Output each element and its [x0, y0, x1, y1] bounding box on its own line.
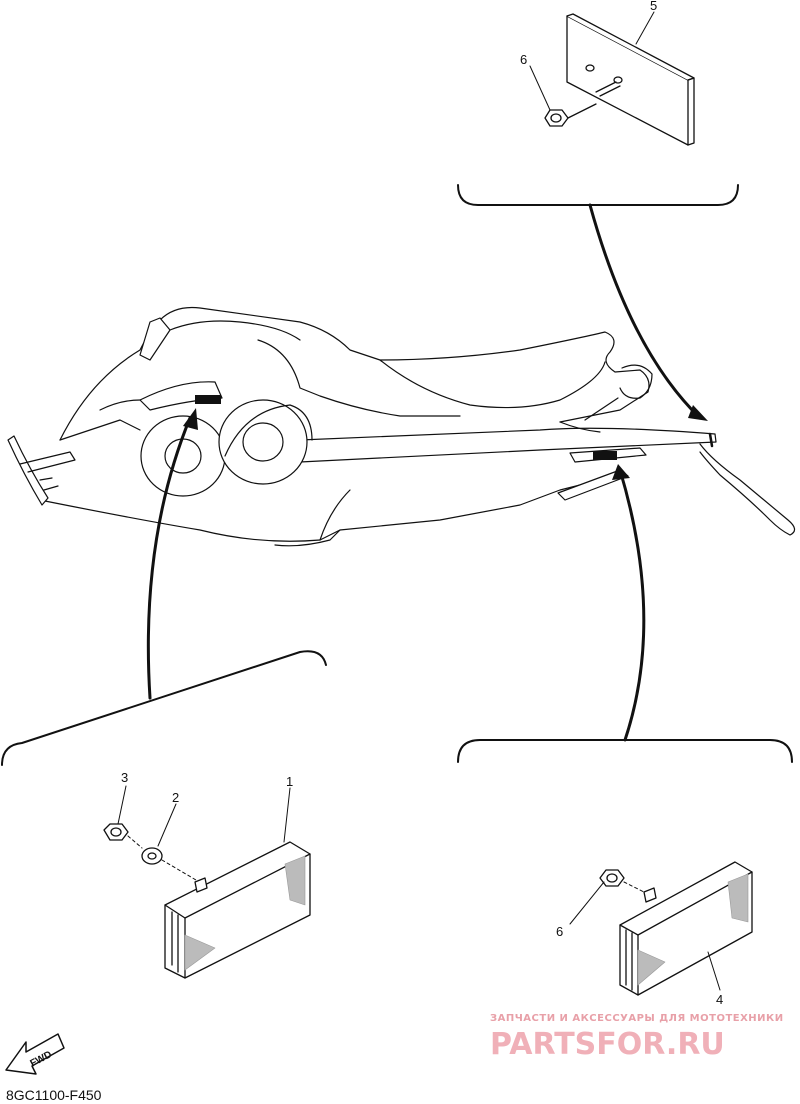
callout-6-bottom: 6 — [556, 924, 563, 939]
nut-6-bottom — [599, 869, 625, 887]
reflector-location-rear — [593, 451, 617, 460]
snowmobile-outline — [7, 306, 796, 547]
callout-3: 3 — [121, 770, 128, 785]
watermark-tagline: ЗАПЧАСТИ И АКСЕССУАРЫ ДЛЯ МОТОТЕХНИКИ — [490, 1013, 784, 1024]
diagram-code: 8GC1100-F450 — [6, 1087, 102, 1103]
fwd-arrow-icon: FWD — [5, 1033, 65, 1075]
reflector-plate-5 — [566, 13, 695, 146]
leader-arrow-right — [618, 468, 646, 742]
leader-arrow-left — [146, 416, 192, 700]
nut-6-top — [544, 103, 597, 127]
reflector-4 — [619, 861, 753, 996]
callout-6-top: 6 — [520, 52, 527, 67]
detail-top-right: 6 5 — [457, 0, 739, 206]
nut-3 — [103, 823, 129, 841]
washer-2 — [141, 847, 163, 865]
reflector-location-front — [195, 395, 221, 404]
watermark-brand: PARTSFOR.RU — [490, 1027, 725, 1062]
leader-arrow-top — [588, 203, 702, 420]
callout-2: 2 — [172, 790, 179, 805]
reflector-1 — [164, 841, 311, 979]
detail-bottom-left: 3 2 1 — [1, 650, 327, 979]
callout-1: 1 — [286, 774, 293, 789]
callout-5: 5 — [650, 0, 657, 13]
detail-bottom-right: 6 4 — [457, 739, 793, 1007]
callout-4: 4 — [716, 992, 723, 1007]
